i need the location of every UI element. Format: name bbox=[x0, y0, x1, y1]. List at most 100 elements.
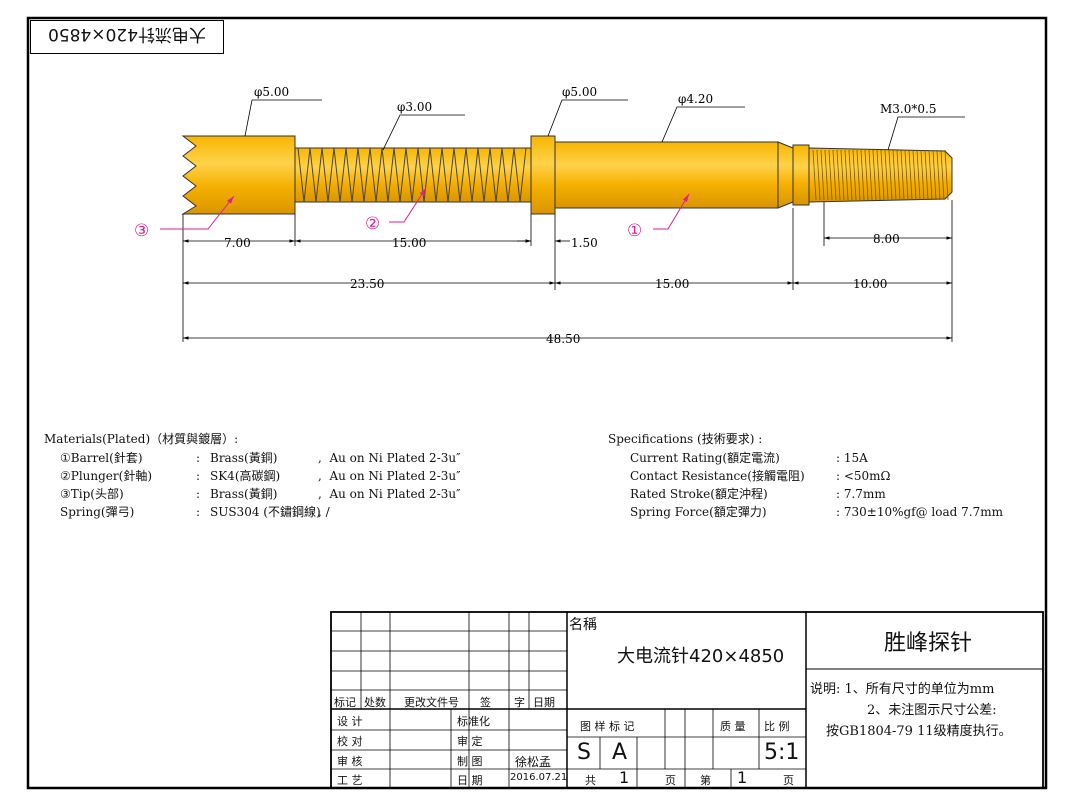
thread-line bbox=[916, 149, 921, 201]
material-sep: : bbox=[196, 505, 201, 519]
dimension-labels: φ5.00 φ3.00 φ5.00 φ4.20 M3.0*0.5 7.00 15… bbox=[224, 85, 936, 346]
material-plating: , Au on Ni Plated 2-3u″ bbox=[318, 487, 461, 501]
spec-value: : <50mΩ bbox=[836, 469, 891, 483]
sign-draw: 制 图 bbox=[457, 755, 483, 768]
thread-line bbox=[936, 149, 941, 201]
rotated-stamp: 大电流针420×4850 bbox=[30, 20, 224, 54]
total-value: 1 bbox=[619, 768, 630, 787]
thread-line bbox=[928, 149, 933, 201]
dim-len-barrel: 15.00 bbox=[655, 277, 689, 291]
thread-line bbox=[932, 149, 937, 201]
thread-line bbox=[872, 149, 877, 201]
callout-2: ② bbox=[365, 214, 380, 234]
mark-a: A bbox=[612, 740, 628, 765]
rev-h5: 日期 bbox=[533, 696, 555, 709]
dim-len-tip: 7.00 bbox=[224, 236, 251, 250]
note-2: 2、未注图示尺寸公差: bbox=[867, 703, 997, 718]
thread-line bbox=[896, 149, 901, 201]
thread-line bbox=[816, 149, 821, 201]
rev-h0: 标记 bbox=[334, 696, 356, 709]
materials-heading: Materials(Plated)（材質與鍍層）: bbox=[44, 432, 239, 446]
thread-line bbox=[884, 149, 889, 201]
name-label: 名稱 bbox=[569, 617, 597, 633]
material-plating: , Au on Ni Plated 2-3u″ bbox=[318, 451, 461, 465]
material-sep: : bbox=[196, 469, 201, 483]
thread-line bbox=[904, 149, 909, 201]
dim-d-spring: φ3.00 bbox=[397, 100, 432, 114]
material-part: Spring(彈弓) bbox=[60, 505, 135, 519]
dim-len-total: 48.50 bbox=[546, 332, 580, 346]
dim-d-barrel: φ4.20 bbox=[678, 92, 713, 106]
dim-len-thread: 8.00 bbox=[873, 232, 900, 246]
thread-line bbox=[888, 149, 893, 201]
dim-d-tip: φ5.00 bbox=[254, 85, 289, 99]
sign-design: 设 计 bbox=[337, 715, 363, 728]
material-plating: , / bbox=[318, 505, 330, 519]
probe-pin bbox=[181, 135, 953, 215]
drafter-name: 徐松孟 bbox=[515, 755, 552, 769]
callout-leaders bbox=[160, 187, 690, 230]
thread-line bbox=[864, 149, 869, 201]
company-name: 胜峰探针 bbox=[884, 631, 973, 656]
thread-line bbox=[924, 149, 929, 201]
thread-line bbox=[820, 149, 825, 201]
thread-line bbox=[860, 149, 865, 201]
rev-h1: 处数 bbox=[364, 696, 386, 709]
sheet-value: 1 bbox=[737, 768, 748, 787]
callout-3: ③ bbox=[134, 221, 149, 241]
thread-line bbox=[868, 149, 873, 201]
thread-line bbox=[940, 149, 945, 201]
thread-line bbox=[856, 149, 861, 201]
thread-line bbox=[912, 149, 917, 201]
material-material: SUS304 (不鏽鋼線) bbox=[210, 505, 321, 519]
thread-line bbox=[852, 149, 857, 201]
rev-h4: 字 bbox=[514, 696, 525, 709]
thread-line bbox=[840, 149, 845, 201]
sign-process: 工 艺 bbox=[337, 774, 363, 787]
sign-review: 审 核 bbox=[337, 755, 363, 768]
thread-line bbox=[876, 149, 881, 201]
tip-part bbox=[181, 135, 296, 215]
material-sep: : bbox=[196, 451, 201, 465]
thread-line bbox=[900, 149, 905, 201]
thread-line bbox=[908, 149, 913, 201]
dim-len-spring: 15.00 bbox=[392, 236, 426, 250]
title-block-grid bbox=[330, 611, 1044, 789]
total-label: 共 bbox=[585, 774, 596, 787]
rev-h2: 更改文件号 bbox=[404, 696, 459, 709]
thread-line bbox=[880, 149, 885, 201]
grid-h-mark: 图 样 标 记 bbox=[580, 720, 635, 733]
page-unit-2: 页 bbox=[783, 774, 794, 787]
thread-line bbox=[892, 149, 897, 201]
thread-line bbox=[944, 149, 949, 201]
thread-line bbox=[824, 149, 829, 201]
spec-value: : 15A bbox=[836, 451, 868, 465]
dim-len-collar: 1.50 bbox=[571, 236, 598, 250]
material-material: SK4(高碳鋼) bbox=[210, 469, 281, 483]
page-unit-1: 页 bbox=[665, 774, 676, 787]
note-3: 按GB1804-79 11级精度执行。 bbox=[826, 724, 1012, 739]
dim-d-collar: φ5.00 bbox=[562, 85, 597, 99]
sign-check: 校 对 bbox=[337, 735, 363, 748]
callout-1: ① bbox=[627, 221, 642, 241]
scale-value: 5:1 bbox=[764, 740, 800, 765]
spec-label: Rated Stroke(額定沖程) bbox=[630, 487, 768, 501]
thread-line bbox=[812, 149, 817, 201]
part-name: 大电流针420×4850 bbox=[617, 646, 785, 667]
spec-label: Contact Resistance(接觸電阻) bbox=[630, 469, 805, 483]
barrel bbox=[554, 141, 779, 209]
dimension-lines bbox=[182, 99, 965, 342]
thread-line bbox=[836, 149, 841, 201]
collar bbox=[530, 135, 556, 215]
spec-value: : 7.7mm bbox=[836, 487, 886, 501]
draw-date: 2016.07.21 bbox=[510, 772, 568, 783]
material-sep: : bbox=[196, 487, 201, 501]
material-part: ①Barrel(針套) bbox=[60, 451, 143, 465]
rev-h3: 签 bbox=[480, 696, 491, 709]
spec-value: : 730±10%gf@ load 7.7mm bbox=[836, 505, 1003, 519]
spec-label: Current Rating(額定電流) bbox=[630, 451, 780, 465]
sign-standard: 标准化 bbox=[457, 715, 490, 728]
specs-heading: Specifications (技術要求) : bbox=[608, 432, 763, 446]
material-material: Brass(黃銅) bbox=[210, 487, 278, 501]
